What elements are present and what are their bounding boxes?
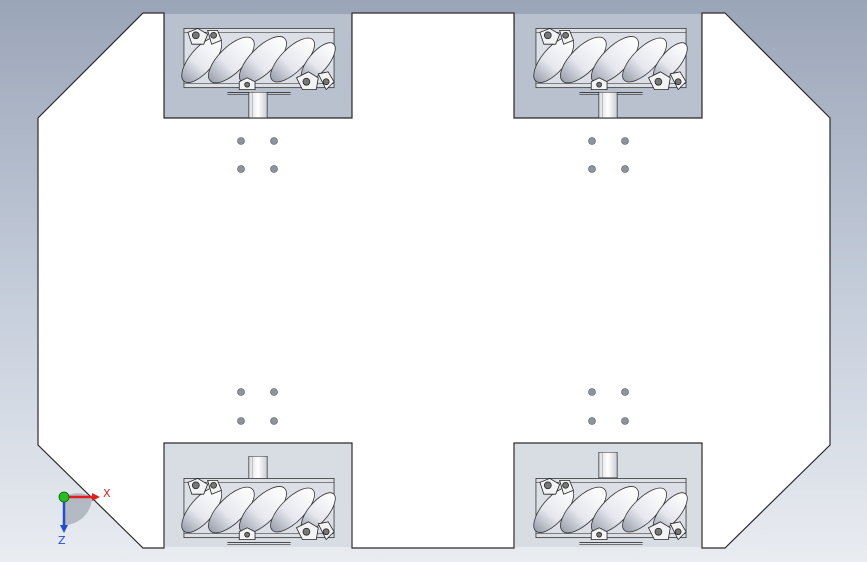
mounting-holes-front-left <box>237 137 278 173</box>
wheel-rear-right[interactable] <box>515 444 701 547</box>
wheel-rear-left[interactable] <box>165 444 351 547</box>
z-axis-label: Z <box>58 534 66 547</box>
mounting-holes-rear-left <box>237 388 278 425</box>
wheel-front-right[interactable] <box>515 14 701 118</box>
x-axis-label: X <box>103 487 111 500</box>
y-axis-dot <box>58 491 70 503</box>
chassis-plate[interactable] <box>37 12 831 549</box>
mounting-holes-rear-right <box>588 388 629 425</box>
coordinate-triad: X Z Y <box>58 487 111 547</box>
mounting-holes-front-right <box>588 137 629 173</box>
wheel-front-left[interactable] <box>165 14 351 118</box>
